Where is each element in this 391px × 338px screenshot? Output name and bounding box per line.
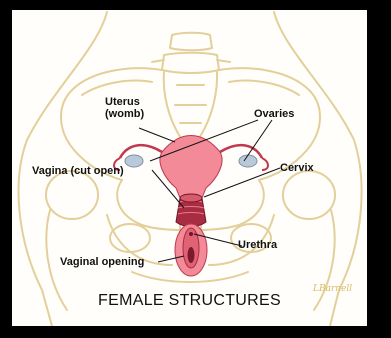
- label-vagina-text: Vagina (cut open): [32, 165, 124, 177]
- label-uterus: Uterus (womb): [105, 96, 144, 120]
- label-urethra: Urethra: [238, 239, 277, 251]
- label-uterus-text: Uterus (womb): [105, 96, 144, 120]
- label-ovaries: Ovaries: [254, 108, 294, 120]
- vulva-shape: [175, 224, 207, 276]
- label-vaginal-opening: Vaginal opening: [60, 256, 144, 268]
- cervix-shape: [180, 194, 202, 202]
- diagram-title: FEMALE STRUCTURES: [12, 292, 367, 310]
- diagram-panel: Uterus (womb) Ovaries Vagina (cut open) …: [12, 10, 367, 326]
- ovary-left: [125, 155, 143, 167]
- label-urethra-text: Urethra: [238, 239, 277, 251]
- label-vaginal-opening-text: Vaginal opening: [60, 256, 144, 268]
- vagina-organ: [176, 194, 206, 227]
- label-ovaries-text: Ovaries: [254, 108, 294, 120]
- ovary-right: [239, 155, 257, 167]
- label-cervix: Cervix: [280, 162, 314, 174]
- label-cervix-text: Cervix: [280, 162, 314, 174]
- label-vagina: Vagina (cut open): [32, 165, 124, 177]
